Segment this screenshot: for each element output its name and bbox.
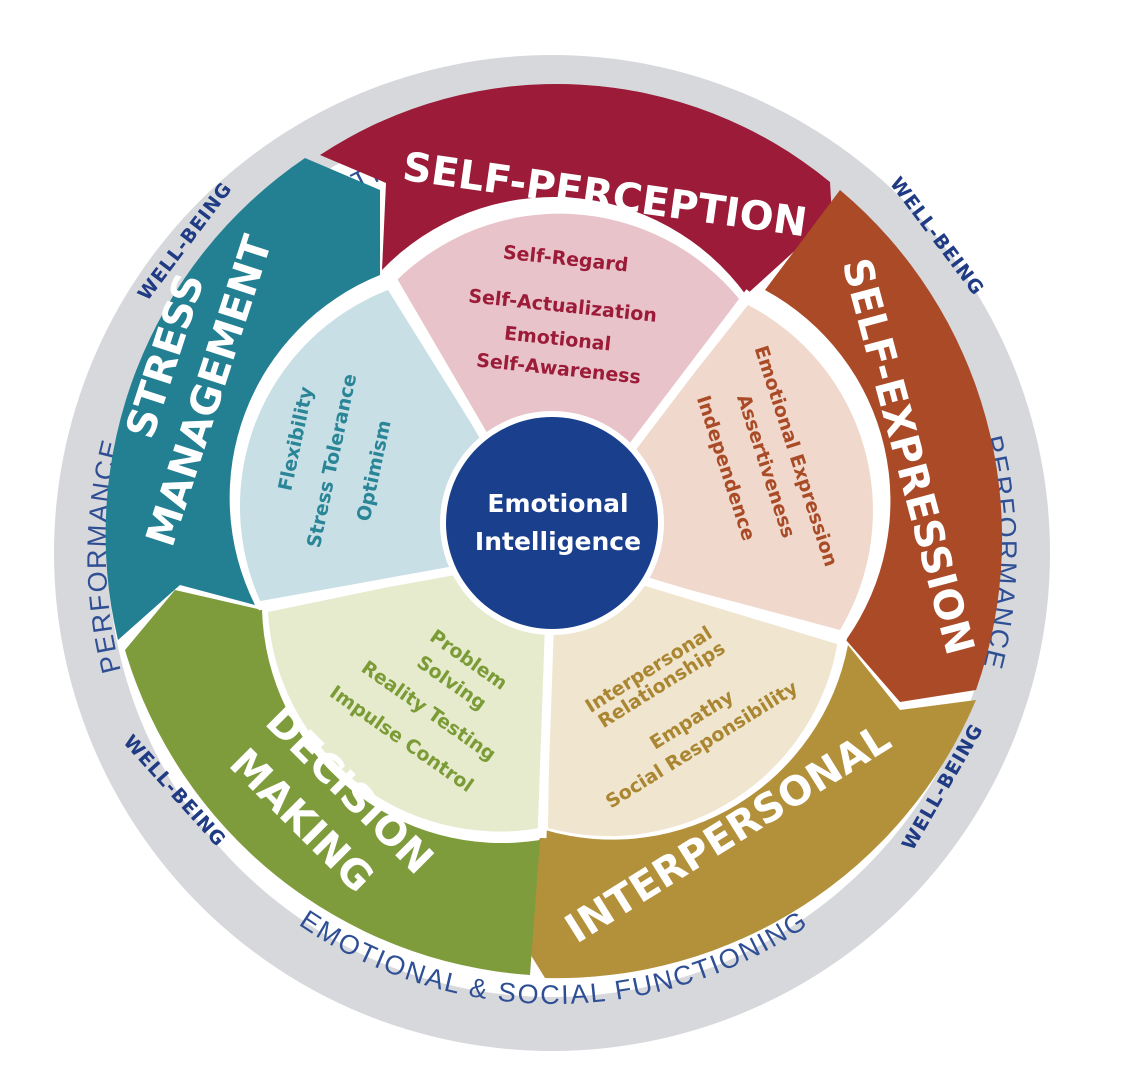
band-self-expression — [765, 190, 1003, 702]
sector-self-perception — [395, 213, 740, 554]
center-title-line-2: Intelligence — [475, 527, 641, 556]
sector-interpersonal — [548, 553, 838, 837]
band-self-perception — [320, 83, 832, 295]
band-decision-making — [125, 590, 540, 975]
band-interpersonal — [500, 645, 976, 979]
sector-decision-making — [268, 553, 552, 832]
center-title-line-1: Emotional — [487, 489, 628, 518]
band-stress-management — [105, 158, 381, 640]
